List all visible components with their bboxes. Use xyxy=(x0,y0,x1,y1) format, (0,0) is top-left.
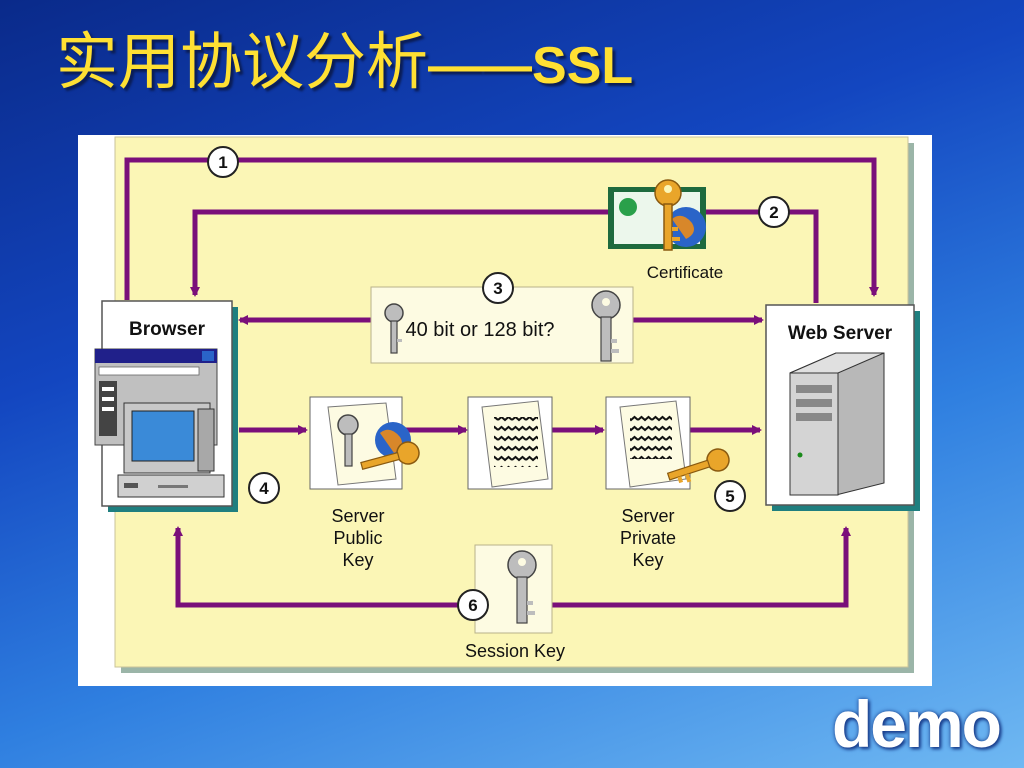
svg-text:4: 4 xyxy=(259,479,269,498)
browser-computer-icon xyxy=(94,348,225,498)
public-key-label-line2: Public xyxy=(333,528,382,548)
step-badge-3: 3 xyxy=(482,272,514,304)
encrypted-doc-icon xyxy=(467,396,553,490)
step-badge-6: 6 xyxy=(457,589,489,621)
arrow-step-6-left xyxy=(173,526,473,608)
step-badge-1: 1 xyxy=(207,146,239,178)
arrow-step-2 xyxy=(190,209,819,303)
certificate-icon xyxy=(608,179,706,251)
slide-title: 实用协议分析——SSL xyxy=(56,22,633,106)
private-key-label-line3: Key xyxy=(632,550,663,570)
step-badge-5: 5 xyxy=(714,480,746,512)
private-key-doc-icon xyxy=(605,396,730,490)
public-key-doc-icon xyxy=(309,396,420,490)
svg-text:5: 5 xyxy=(725,487,734,506)
slide-title-chinese: 实用协议分析 xyxy=(56,25,429,98)
arrow-step-6-right xyxy=(551,526,851,608)
large-key-icon xyxy=(591,290,621,362)
svg-text:2: 2 xyxy=(769,203,778,222)
small-key-icon xyxy=(384,303,404,354)
arrow-step-1 xyxy=(124,157,879,300)
svg-text:3: 3 xyxy=(493,279,502,298)
public-key-label-line1: Server xyxy=(331,506,384,526)
private-key-label-line2: Private xyxy=(620,528,676,548)
web-server-node: Web Server xyxy=(765,304,920,511)
step-badge-2: 2 xyxy=(758,196,790,228)
browser-label: Browser xyxy=(129,319,206,340)
cipher-strength-label: 40 bit or 128 bit? xyxy=(406,319,555,341)
ssl-diagram: Browser xyxy=(78,135,932,686)
slide-title-ssl: ——SSL xyxy=(428,37,634,95)
server-tower-icon xyxy=(789,352,885,496)
cipher-strength-box: 40 bit or 128 bit? xyxy=(370,286,634,364)
svg-text:1: 1 xyxy=(218,153,227,172)
step-badge-4: 4 xyxy=(248,472,280,504)
public-key-label-line3: Key xyxy=(342,550,373,570)
session-key-icon xyxy=(507,550,537,624)
session-key-box xyxy=(474,544,553,634)
certificate-label: Certificate xyxy=(647,263,724,282)
ssl-diagram-svg: Browser xyxy=(94,136,920,673)
web-server-label: Web Server xyxy=(788,323,893,344)
session-key-label: Session Key xyxy=(465,641,565,661)
svg-text:6: 6 xyxy=(468,596,477,615)
private-key-label-line1: Server xyxy=(621,506,674,526)
demo-label: demo xyxy=(831,687,1002,761)
browser-node: Browser xyxy=(94,300,238,512)
